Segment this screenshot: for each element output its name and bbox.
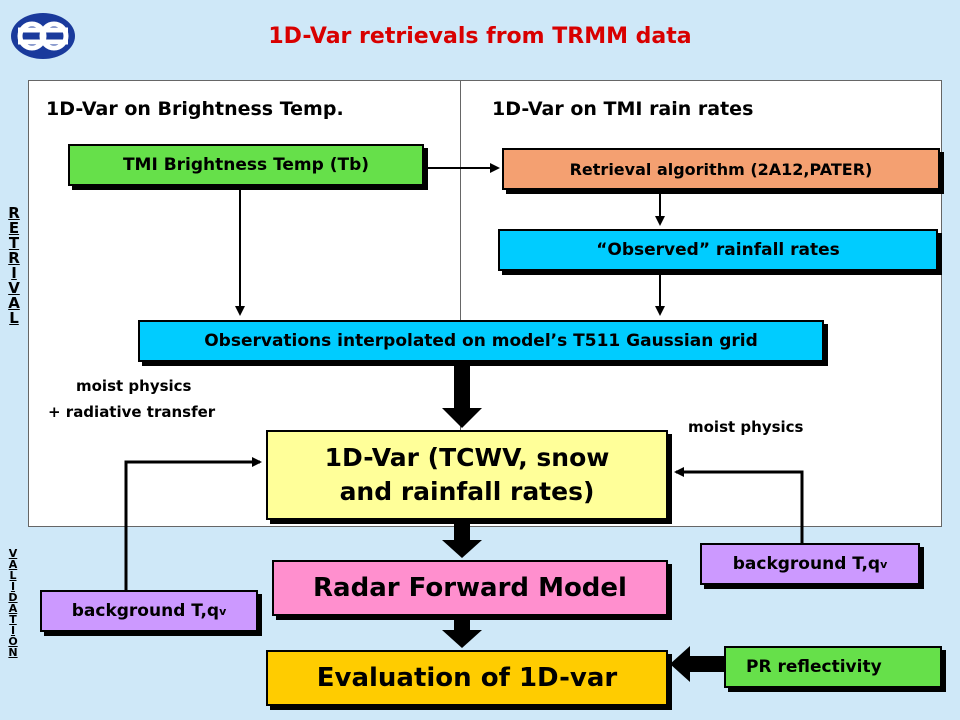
tmi-brightness-temp-box: TMI Brightness Temp (Tb) — [68, 144, 424, 186]
retrieval-side-label: R E T R I V A L — [5, 206, 23, 326]
radar-forward-model-box: Radar Forward Model — [272, 560, 668, 616]
page-title: 1D-Var retrievals from TRMM data — [268, 24, 692, 49]
side-letter: T — [9, 613, 17, 626]
side-letter: E — [8, 219, 20, 237]
validation-side-label: V A L I D A T I O N — [6, 548, 20, 658]
side-letter: D — [8, 591, 18, 604]
side-letter: A — [8, 558, 18, 571]
header-bar — [0, 0, 960, 72]
thick-arrow-radar-to-eval — [442, 618, 482, 648]
side-letter: I — [11, 264, 17, 282]
background-left-label: background T,q — [71, 601, 220, 621]
side-letter: I — [10, 624, 16, 637]
note-radiative-transfer: + radiative transfer — [48, 403, 216, 421]
side-letter: A — [8, 294, 20, 312]
side-letter: T — [8, 234, 20, 252]
side-letter: L — [9, 569, 17, 582]
side-letter: V — [8, 279, 20, 297]
background-right-sub: v — [880, 557, 888, 571]
onedvar-line1: 1D-Var (TCWV, snow — [324, 443, 610, 473]
side-letter: V — [8, 547, 18, 560]
background-left-sub: v — [219, 604, 227, 618]
evaluation-box: Evaluation of 1D-var — [266, 650, 668, 706]
thick-arrow-1dvar-to-radar — [442, 522, 482, 558]
onedvar-box: 1D-Var (TCWV, snow and rainfall rates) — [266, 430, 668, 520]
heading-brightness-temp: 1D-Var on Brightness Temp. — [46, 98, 344, 120]
panel-divider — [460, 80, 461, 527]
thick-arrow-interp-to-1dvar — [442, 366, 482, 428]
note-moist-physics-left: moist physics — [76, 377, 192, 395]
side-letter: A — [8, 602, 18, 615]
side-letter: N — [8, 646, 18, 659]
side-letter: R — [8, 204, 20, 222]
interpolated-observations-box: Observations interpolated on model’s T51… — [138, 320, 824, 362]
side-letter: L — [9, 309, 19, 327]
arrow-bg-right-to-1dvar — [674, 467, 804, 543]
thick-arrow-pr-to-eval — [670, 646, 724, 682]
heading-rain-rates: 1D-Var on TMI rain rates — [492, 98, 754, 120]
observed-rainfall-box: “Observed” rainfall rates — [498, 229, 938, 271]
arrow-bg-left-to-1dvar — [124, 457, 262, 590]
retrieval-algorithm-box: Retrieval algorithm (2A12,PATER) — [502, 148, 940, 190]
ecmwf-logo-icon — [11, 13, 75, 59]
side-letter: O — [8, 635, 18, 648]
pr-reflectivity-box: PR reflectivity — [724, 646, 942, 688]
note-moist-physics-right: moist physics — [688, 418, 804, 436]
side-letter: R — [8, 249, 20, 267]
onedvar-line2: and rainfall rates) — [339, 477, 595, 506]
background-right-label: background T,q — [732, 554, 881, 574]
side-letter: I — [10, 580, 16, 593]
